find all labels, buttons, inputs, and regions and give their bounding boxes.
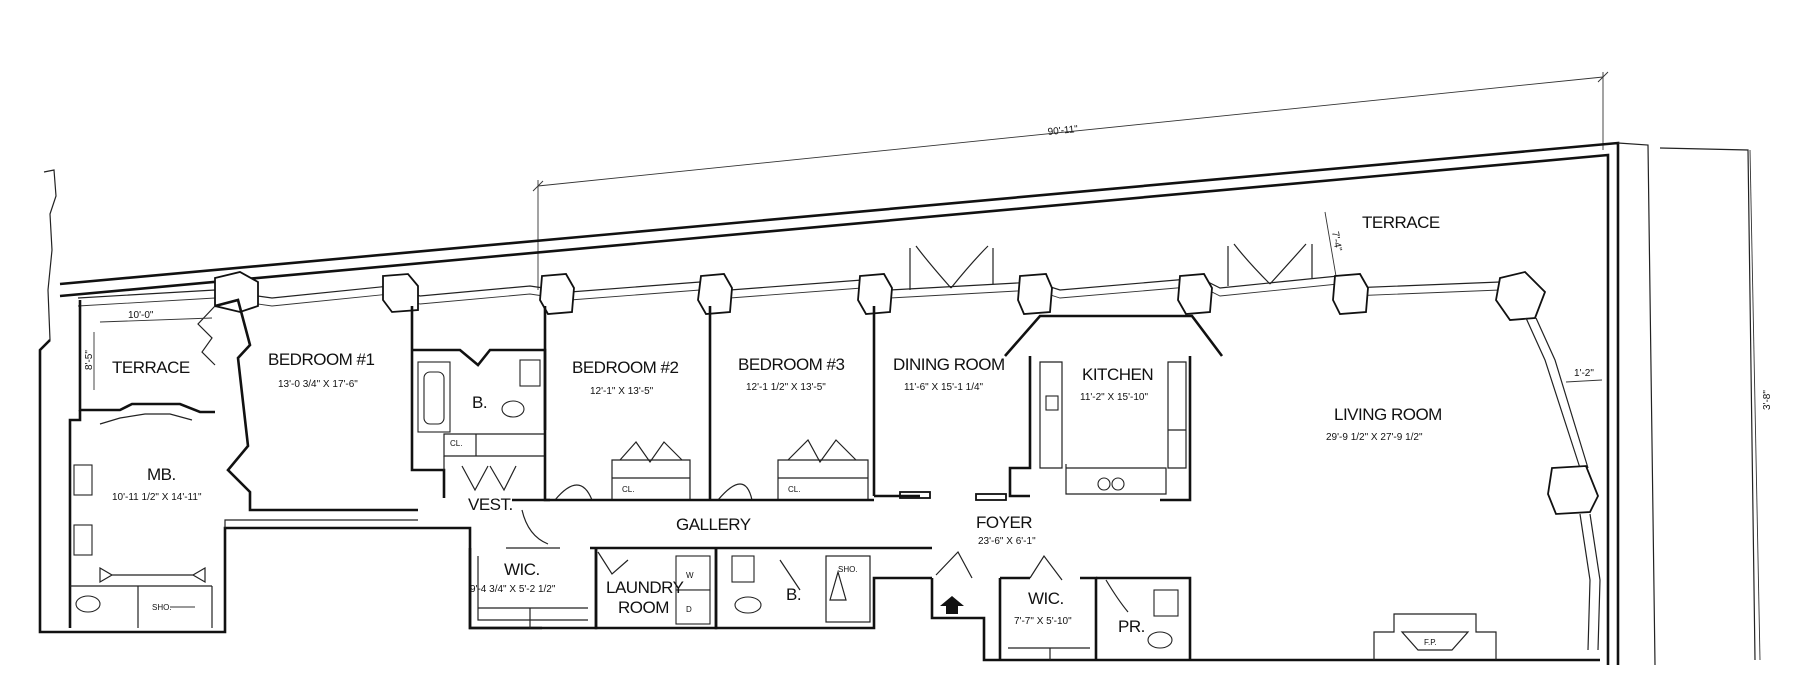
living-room: 1'-2" F.P. LIVING ROOM 29'-9 1/2" X 27'-… — [1326, 317, 1603, 660]
bedroom-1-label: BEDROOM #1 — [268, 350, 375, 369]
svg-text:SHO.: SHO. — [838, 565, 858, 574]
laundry-label-2: ROOM — [618, 598, 669, 617]
bedroom-3-size: 12'-1 1/2" X 13'-5" — [746, 382, 826, 393]
master-bedroom: SHO. MB. 10'-11 1/2" X 14'-11" — [70, 413, 213, 628]
dining-label: DINING ROOM — [893, 355, 1005, 374]
facade — [77, 243, 1547, 321]
terrace-large-label: TERRACE — [1362, 213, 1440, 232]
fireplace-label: F.P. — [1424, 638, 1437, 647]
toilet-icon — [501, 400, 525, 418]
terrace-small-label: TERRACE — [112, 358, 190, 377]
bedroom-1-size: 13'-0 3/4" X 17'-6" — [278, 379, 358, 390]
sink-icon — [731, 555, 755, 583]
toilet-icon — [75, 595, 101, 613]
living-size: 29'-9 1/2" X 27'-9 1/2" — [1326, 432, 1423, 443]
gallery-label: GALLERY — [676, 515, 751, 534]
dining-room: DINING ROOM 11'-6" X 15'-1 1/4" — [874, 355, 1005, 498]
sink-icon — [1045, 395, 1059, 411]
wic-1-size: 9'-4 3/4" X 5'-2 1/2" — [470, 584, 556, 595]
small-terrace: 10'-0" 8'-5" TERRACE — [78, 300, 216, 414]
bedroom-3: CL. BEDROOM #3 12'-1 1/2" X 13'-5" — [717, 306, 876, 501]
laundry: W D LAUNDRY ROOM — [594, 548, 718, 630]
living-offset-label: 1'-2" — [1574, 368, 1594, 379]
foyer-label: FOYER — [976, 513, 1032, 532]
bedroom-2: CL. BEDROOM #2 12'-1" X 13'-5" — [543, 306, 712, 502]
svg-text:CL.: CL. — [788, 485, 800, 494]
sink-icon — [519, 359, 541, 387]
wic-2-label: WIC. — [1028, 589, 1064, 608]
sink-icon — [1153, 589, 1179, 617]
wic-2-size: 7'-7" X 5'-10" — [1014, 616, 1072, 627]
toilet-icon — [734, 596, 762, 614]
kitchen: KITCHEN 11'-2" X 15'-10" — [1004, 314, 1224, 502]
living-label: LIVING ROOM — [1334, 405, 1442, 424]
master-shower-label: SHO. — [152, 603, 172, 612]
sink-icon — [73, 524, 93, 556]
range-icon — [1097, 477, 1111, 491]
washer-icon — [675, 555, 711, 591]
gallery: GALLERY — [506, 491, 1007, 550]
bath-2-label: B. — [786, 585, 801, 604]
dining-size: 11'-6" X 15'-1 1/4" — [904, 382, 984, 393]
vestibule-label: VEST. — [468, 495, 513, 514]
terrace-small-width: 10'-0" — [128, 310, 154, 321]
svg-text:CL.: CL. — [450, 439, 462, 448]
bedroom-2-size: 12'-1" X 13'-5" — [590, 386, 654, 397]
entry-arrow-icon — [940, 596, 964, 614]
toilet-icon — [1147, 631, 1173, 649]
bedroom-3-label: BEDROOM #3 — [738, 355, 845, 374]
kitchen-size: 11'-2" X 15'-10" — [1080, 392, 1148, 403]
foyer: FOYER 23'-6" X 6'-1" — [976, 513, 1036, 547]
kitchen-label: KITCHEN — [1082, 365, 1153, 384]
exterior-walls: 3'-8" — [43, 141, 1773, 666]
bath-1: CL. B. — [412, 348, 547, 457]
master-bedroom-size: 10'-11 1/2" X 14'-11" — [112, 492, 202, 503]
powder-label: PR. — [1118, 617, 1145, 636]
overall-dimension: 90'-11" — [532, 71, 1609, 290]
bath-2: SHO. B. — [714, 548, 932, 630]
laundry-label-1: LAUNDRY — [606, 578, 684, 597]
svg-text:7'-4": 7'-4" — [1329, 231, 1343, 253]
bedroom-2-label: BEDROOM #2 — [572, 358, 679, 377]
foyer-size: 23'-6" X 6'-1" — [978, 536, 1036, 547]
master-bedroom-label: MB. — [147, 465, 176, 484]
vestibule: VEST. — [443, 456, 546, 514]
wic-1-label: WIC. — [504, 560, 540, 579]
terrace-depth-dimension: 7'-4" — [1324, 211, 1343, 283]
wic-1: WIC. 9'-4 3/4" X 5'-2 1/2" — [468, 548, 598, 630]
bath-1-label: B. — [472, 393, 487, 412]
dryer-icon — [675, 589, 711, 625]
sink-icon — [73, 464, 93, 496]
terrace-small-depth: 8'-5" — [84, 350, 95, 370]
svg-text:CL.: CL. — [622, 485, 634, 494]
right-dimension-label: 3'-8" — [1762, 390, 1773, 410]
overall-length-label: 90'-11" — [1047, 124, 1079, 138]
powder-room: PR. — [1096, 576, 1192, 660]
svg-text:D: D — [686, 605, 692, 614]
svg-text:W: W — [686, 571, 694, 580]
bedroom-1: BEDROOM #1 13'-0 3/4" X 17'-6" — [268, 306, 446, 498]
wic-2: WIC. 7'-7" X 5'-10" — [998, 554, 1098, 660]
